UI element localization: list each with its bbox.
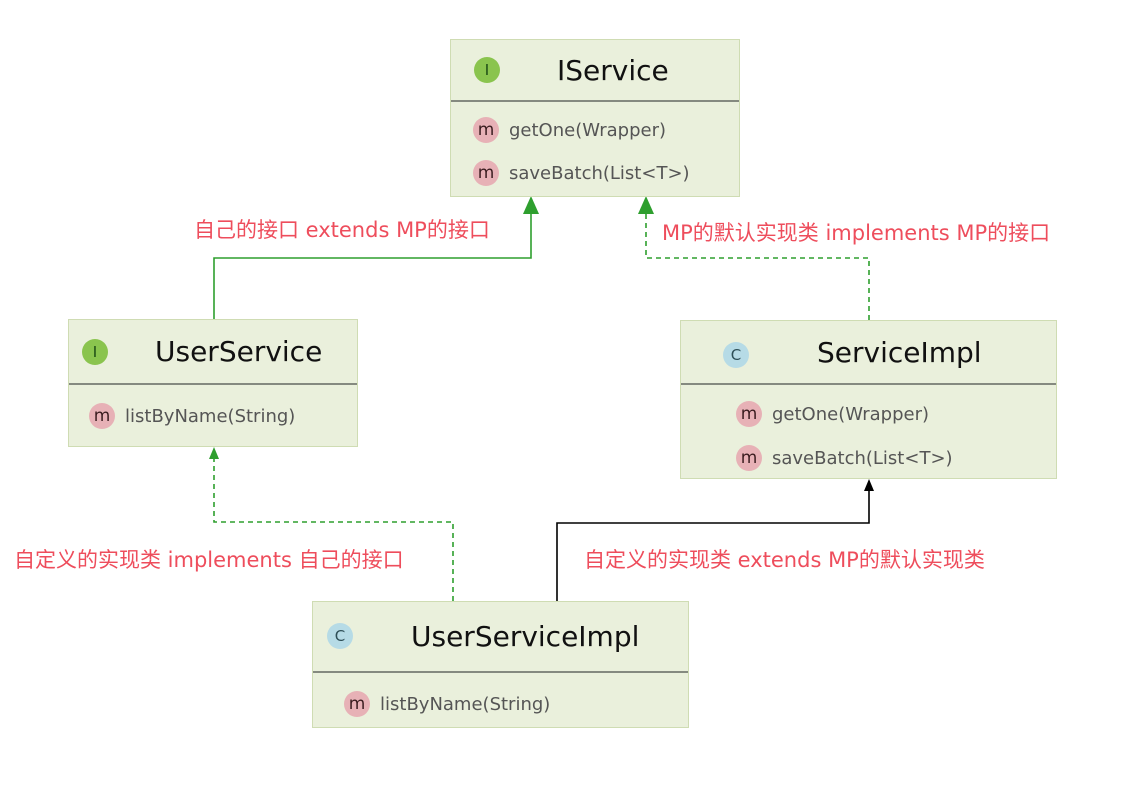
userservice-box[interactable]: I UserService m listByName(String) — [68, 319, 358, 447]
iservice-title: IService — [557, 53, 669, 87]
userservice-header: I UserService — [69, 320, 357, 385]
serviceimpl-box[interactable]: C ServiceImpl m getOne(Wrapper) m saveBa… — [680, 320, 1057, 479]
method-row[interactable]: m getOne(Wrapper) — [736, 398, 929, 430]
method-row[interactable]: m getOne(Wrapper) — [473, 114, 666, 146]
userserviceimpl-implements-arrowhead — [209, 447, 219, 459]
method-icon: m — [89, 403, 115, 429]
class-icon: C — [327, 623, 353, 649]
userserviceimpl-header: C UserServiceImpl — [313, 602, 688, 673]
interface-icon: I — [82, 339, 108, 365]
serviceimpl-title: ServiceImpl — [817, 335, 982, 369]
userservice-extends-line — [213, 212, 532, 319]
method-row[interactable]: m listByName(String) — [89, 400, 295, 432]
userservice-title: UserService — [155, 335, 323, 368]
method-name: getOne(Wrapper) — [772, 403, 929, 425]
method-row[interactable]: m listByName(String) — [344, 688, 550, 720]
iservice-box[interactable]: I IService m getOne(Wrapper) m saveBatch… — [450, 39, 740, 197]
userserviceimpl-extends-arrowhead — [864, 479, 874, 491]
userserviceimpl-box[interactable]: C UserServiceImpl m listByName(String) — [312, 601, 689, 728]
serviceimpl-implements-line — [645, 212, 870, 320]
userservice-extends-arrowhead — [523, 196, 539, 214]
method-row[interactable]: m saveBatch(List<T>) — [736, 442, 953, 474]
userserviceimpl-extends-label: 自定义的实现类 extends MP的默认实现类 — [584, 548, 985, 572]
method-name: listByName(String) — [380, 693, 551, 715]
method-icon: m — [473, 160, 499, 186]
method-icon: m — [736, 401, 762, 427]
method-name: listByName(String) — [125, 405, 296, 427]
iservice-header: I IService — [451, 40, 739, 102]
serviceimpl-implements-label: MP的默认实现类 implements MP的接口 — [662, 221, 1051, 245]
method-name: getOne(Wrapper) — [509, 119, 666, 141]
method-name: saveBatch(List<T>) — [772, 447, 953, 469]
userserviceimpl-implements-label: 自定义的实现类 implements 自己的接口 — [14, 548, 404, 572]
method-name: saveBatch(List<T>) — [509, 162, 690, 184]
serviceimpl-implements-arrowhead — [638, 196, 654, 214]
method-icon: m — [344, 691, 370, 717]
class-icon: C — [723, 342, 749, 368]
userserviceimpl-title: UserServiceImpl — [411, 620, 640, 653]
method-icon: m — [736, 445, 762, 471]
interface-icon: I — [474, 57, 500, 83]
userservice-extends-label: 自己的接口 extends MP的接口 — [194, 218, 490, 242]
method-icon: m — [473, 117, 499, 143]
userserviceimpl-implements-line — [213, 458, 454, 601]
userserviceimpl-extends-line — [556, 490, 870, 601]
serviceimpl-header: C ServiceImpl — [681, 321, 1056, 385]
method-row[interactable]: m saveBatch(List<T>) — [473, 157, 690, 189]
